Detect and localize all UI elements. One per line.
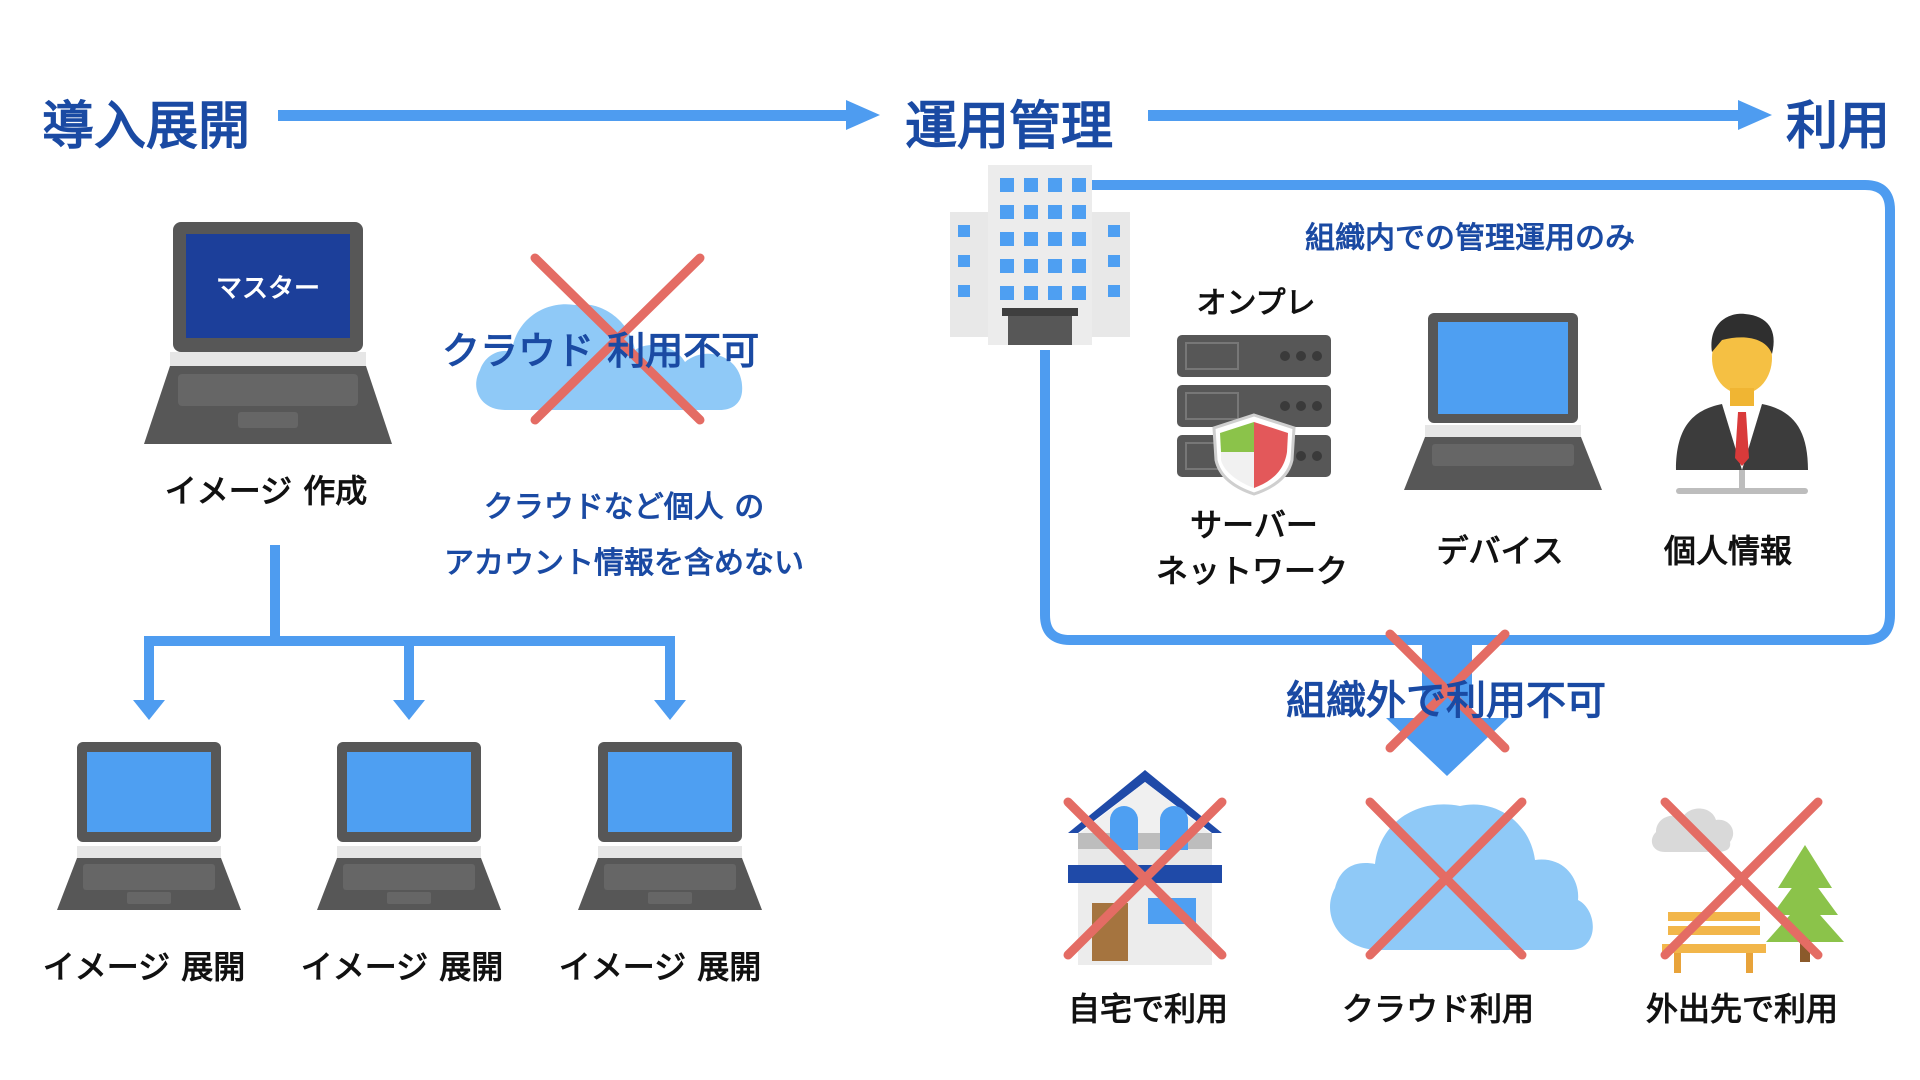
- outside-cloud-icon: [1330, 804, 1593, 950]
- deploy-laptop-icon: [578, 742, 762, 910]
- outside-arrow: [1385, 629, 1510, 776]
- cloud-note-line2: アカウント情報を含めない: [444, 546, 804, 581]
- deploy-caption: イメージ 展開: [300, 948, 504, 986]
- server-label-line1: サーバー: [1190, 506, 1318, 544]
- master-caption: イメージ 作成: [164, 472, 368, 510]
- deploy-connector: [133, 545, 686, 720]
- crossed-cloud-icon: [476, 253, 743, 425]
- building-icon: [950, 165, 1130, 345]
- stage-arrow-1: [278, 100, 880, 130]
- stage-title-deploy: 導入展開: [42, 97, 251, 157]
- outside-item-label: クラウド利用: [1341, 990, 1535, 1028]
- stage-arrow-2: [1148, 100, 1772, 130]
- outside-unavailable-label: 組織外で利用不可: [1286, 678, 1606, 724]
- onpremise-label: オンプレ: [1196, 286, 1316, 321]
- outside-item-label: 自宅で利用: [1067, 990, 1229, 1028]
- stage-title-use: 利用: [1786, 97, 1891, 157]
- deploy-caption: イメージ 展開: [558, 948, 762, 986]
- shield-icon: [1212, 413, 1296, 496]
- personal-info-label: 個人情報: [1663, 532, 1793, 570]
- master-laptop-icon: [144, 222, 392, 444]
- deploy-laptop-icon: [57, 742, 241, 910]
- master-screen-label: マスター: [215, 274, 321, 304]
- device-label: デバイス: [1436, 532, 1564, 570]
- stage-title-manage: 運用管理: [905, 97, 1114, 157]
- device-laptop-icon: [1404, 313, 1602, 490]
- cloud-unavailable-label: クラウド 利用不可: [442, 329, 760, 373]
- deploy-laptop-icon: [317, 742, 501, 910]
- cross-mark-icon: [1063, 797, 1823, 960]
- org-boundary: [1040, 180, 1895, 645]
- org-title: 組織内での管理運用のみ: [1305, 221, 1635, 256]
- person-icon: [1676, 313, 1808, 494]
- server-label-line2: ネットワーク: [1155, 552, 1349, 590]
- deploy-caption: イメージ 展開: [42, 948, 246, 986]
- outside-item-label: 外出先で利用: [1645, 990, 1839, 1028]
- cloud-note-line1: クラウドなど個人 の: [483, 490, 765, 525]
